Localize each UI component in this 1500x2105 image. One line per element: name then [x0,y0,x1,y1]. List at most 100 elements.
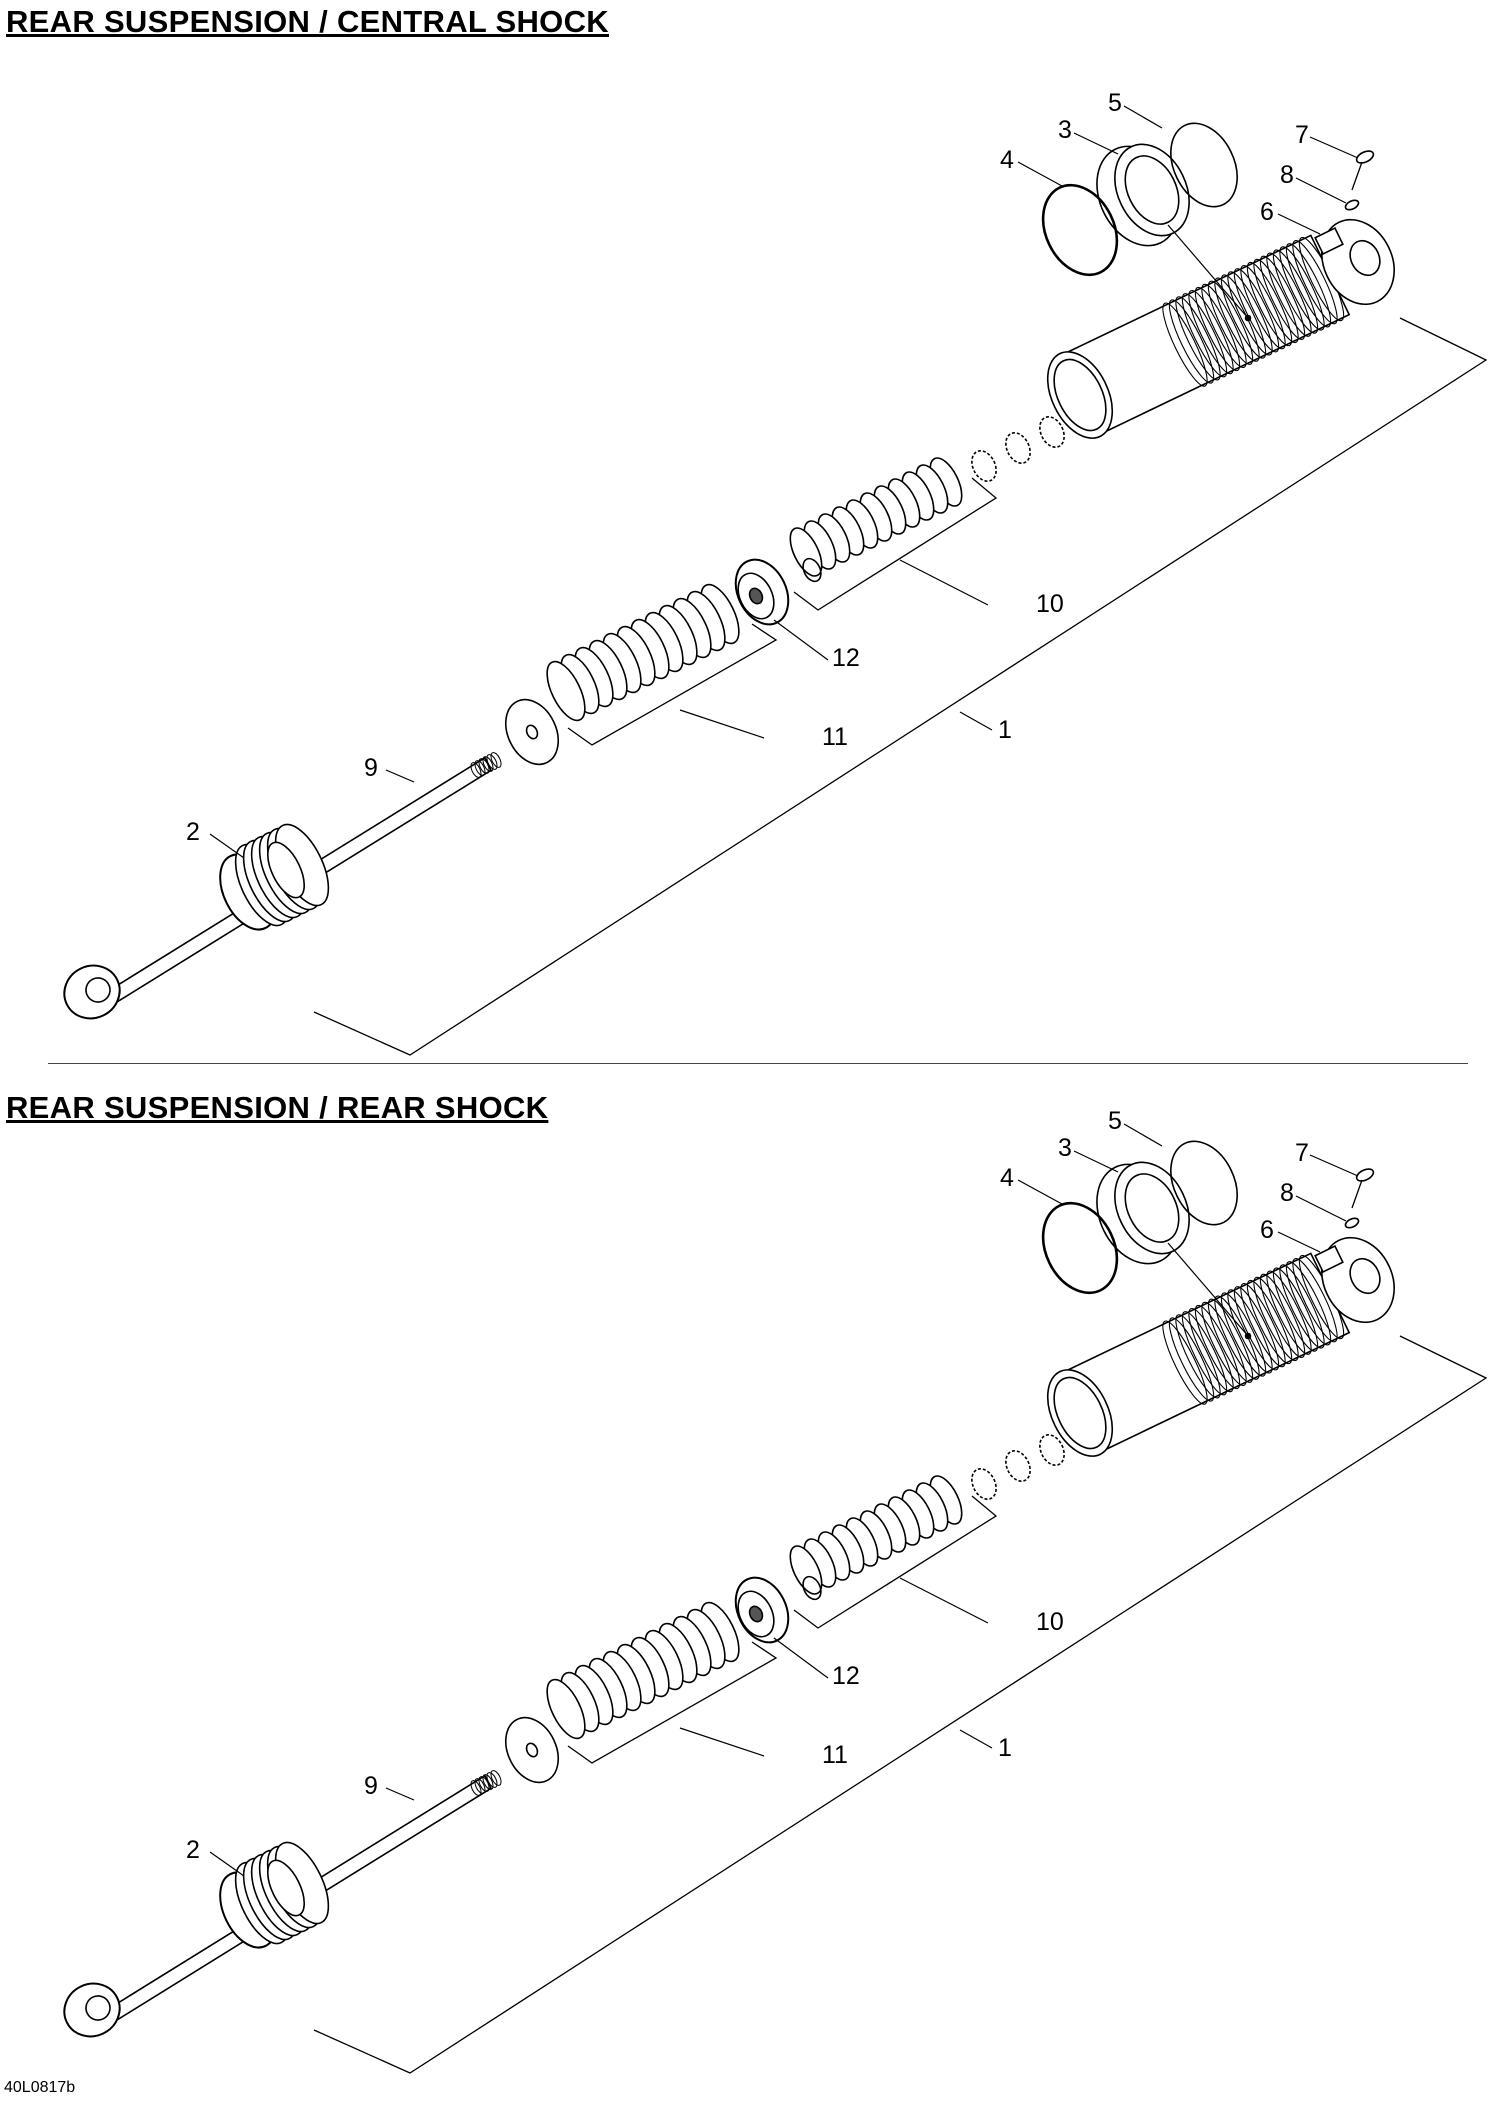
callout-8: 8 [1280,161,1294,189]
shock-body-thread [1266,252,1312,337]
leader-9 [385,769,415,783]
leader-body-dot [1244,314,1252,322]
base-washer-hole [525,1742,539,1758]
leader-body [1167,224,1249,319]
cover-disc [1170,1140,1238,1226]
shim-washer [971,1468,997,1500]
cap-ring [1114,143,1190,237]
leader-body [1167,1242,1249,1337]
section-divider [48,1063,1468,1064]
screw-head [1355,150,1375,164]
shock-body-thread [1207,280,1254,365]
shock-body-eyelet-hole [1349,239,1381,277]
shock-body-thread [1175,1314,1221,1399]
shock-body-open-end [1046,1369,1114,1457]
callout-2: 2 [186,818,200,846]
leader-10 [899,1577,989,1624]
shim-stack-10-disc [789,527,823,577]
callout-7: 7 [1295,1139,1309,1167]
shock-parts-art [63,105,1488,1056]
base-washer-hole [525,724,539,740]
leader-3 [1073,132,1119,155]
screw-shank [1351,1179,1363,1209]
shock-body-thread [1181,293,1228,378]
callout-10-bracket [793,477,998,611]
figure-code: 40L0817b [4,2079,76,2096]
shim-stack-11-disc [546,660,586,722]
callout-5: 5 [1108,89,1122,117]
spacer-washer [802,1575,822,1601]
shaft-eyelet [63,1982,121,2038]
callout-1-bracket [313,317,1488,1056]
shock-body-thread [1201,1301,1247,1387]
shock-body-thread [1240,1283,1286,1368]
shock-body-thread [1253,1276,1299,1362]
shock-body-thread [1246,261,1293,347]
leader-10 [899,559,989,606]
shock-body-thread [1292,240,1338,325]
shock-body-thread [1285,1261,1332,1346]
leader-6 [1277,1231,1321,1253]
shim-washer [1005,432,1031,464]
piston-center [748,587,764,605]
callout-11-bracket [567,623,778,746]
leader-2 [209,1851,245,1877]
callout-4: 4 [1000,146,1014,174]
shaft-thread [474,760,486,776]
shock-body-eyelet-hole [1349,1257,1381,1295]
shock-body-open-end [1046,351,1114,439]
leader-6 [1277,213,1321,235]
callout-10: 10 [1036,590,1064,618]
callout-3: 3 [1058,116,1072,144]
shim-washer [971,450,997,482]
shaft-thread [486,754,498,770]
callout-6: 6 [1260,198,1274,226]
shaft-thread [482,1774,494,1790]
cap-inner [1124,155,1180,225]
shock-body-thread [1201,283,1247,369]
shim-washer [1039,1434,1065,1466]
shock-body-thread [1227,271,1273,356]
leader-12 [773,619,829,661]
exploded-diagram-rear-shock: 5 3 4 7 8 6 10 12 11 1 9 2 [63,1107,1488,2074]
shock-body-thread [1240,265,1286,350]
o-ring-outer [1041,1201,1119,1295]
callout-1-bracket [313,1335,1488,2074]
leader-5 [1123,105,1163,129]
callout-labels: 5 3 4 7 8 6 10 12 11 1 9 2 [186,1107,1309,1864]
shaft-thread [490,752,502,768]
callout-2: 2 [186,1836,200,1864]
seal-washer [1344,1217,1360,1229]
cap-ring [1114,1161,1190,1255]
shim-stack-11-disc [546,1678,586,1740]
leader-7 [1309,136,1359,159]
leader-body-dot [1244,1332,1252,1340]
callout-3: 3 [1058,1134,1072,1162]
callout-1: 1 [998,716,1012,744]
shock-body-thread [1220,1292,1267,1377]
shock-body-thread [1207,1298,1254,1383]
seal-washer [1344,199,1360,211]
leader-4 [1017,161,1063,187]
shaft-eyelet-hole [85,977,111,1003]
shock-body-thread [1272,1267,1319,1352]
callout-11: 11 [822,1741,848,1769]
shaft-thread [470,1780,482,1796]
leader-8 [1295,1195,1347,1222]
o-ring-outer [1041,183,1119,277]
callout-12: 12 [832,644,860,672]
callout-5: 5 [1108,1107,1122,1135]
shock-body-thread [1194,286,1241,372]
screw-shank [1351,161,1363,191]
shim-washer [1039,416,1065,448]
shock-body-bore [1053,1376,1107,1450]
shock-body-thread [1279,246,1325,331]
shock-body-thread [1175,296,1221,381]
shock-body-thread [1246,1279,1293,1365]
shock-body-thread [1188,289,1234,375]
shim-stack-10-disc [789,1545,823,1595]
base-washer [504,698,560,766]
shock-body-thread [1233,1286,1280,1371]
leader-9 [385,1787,415,1801]
shock-body-thread [1233,268,1280,353]
